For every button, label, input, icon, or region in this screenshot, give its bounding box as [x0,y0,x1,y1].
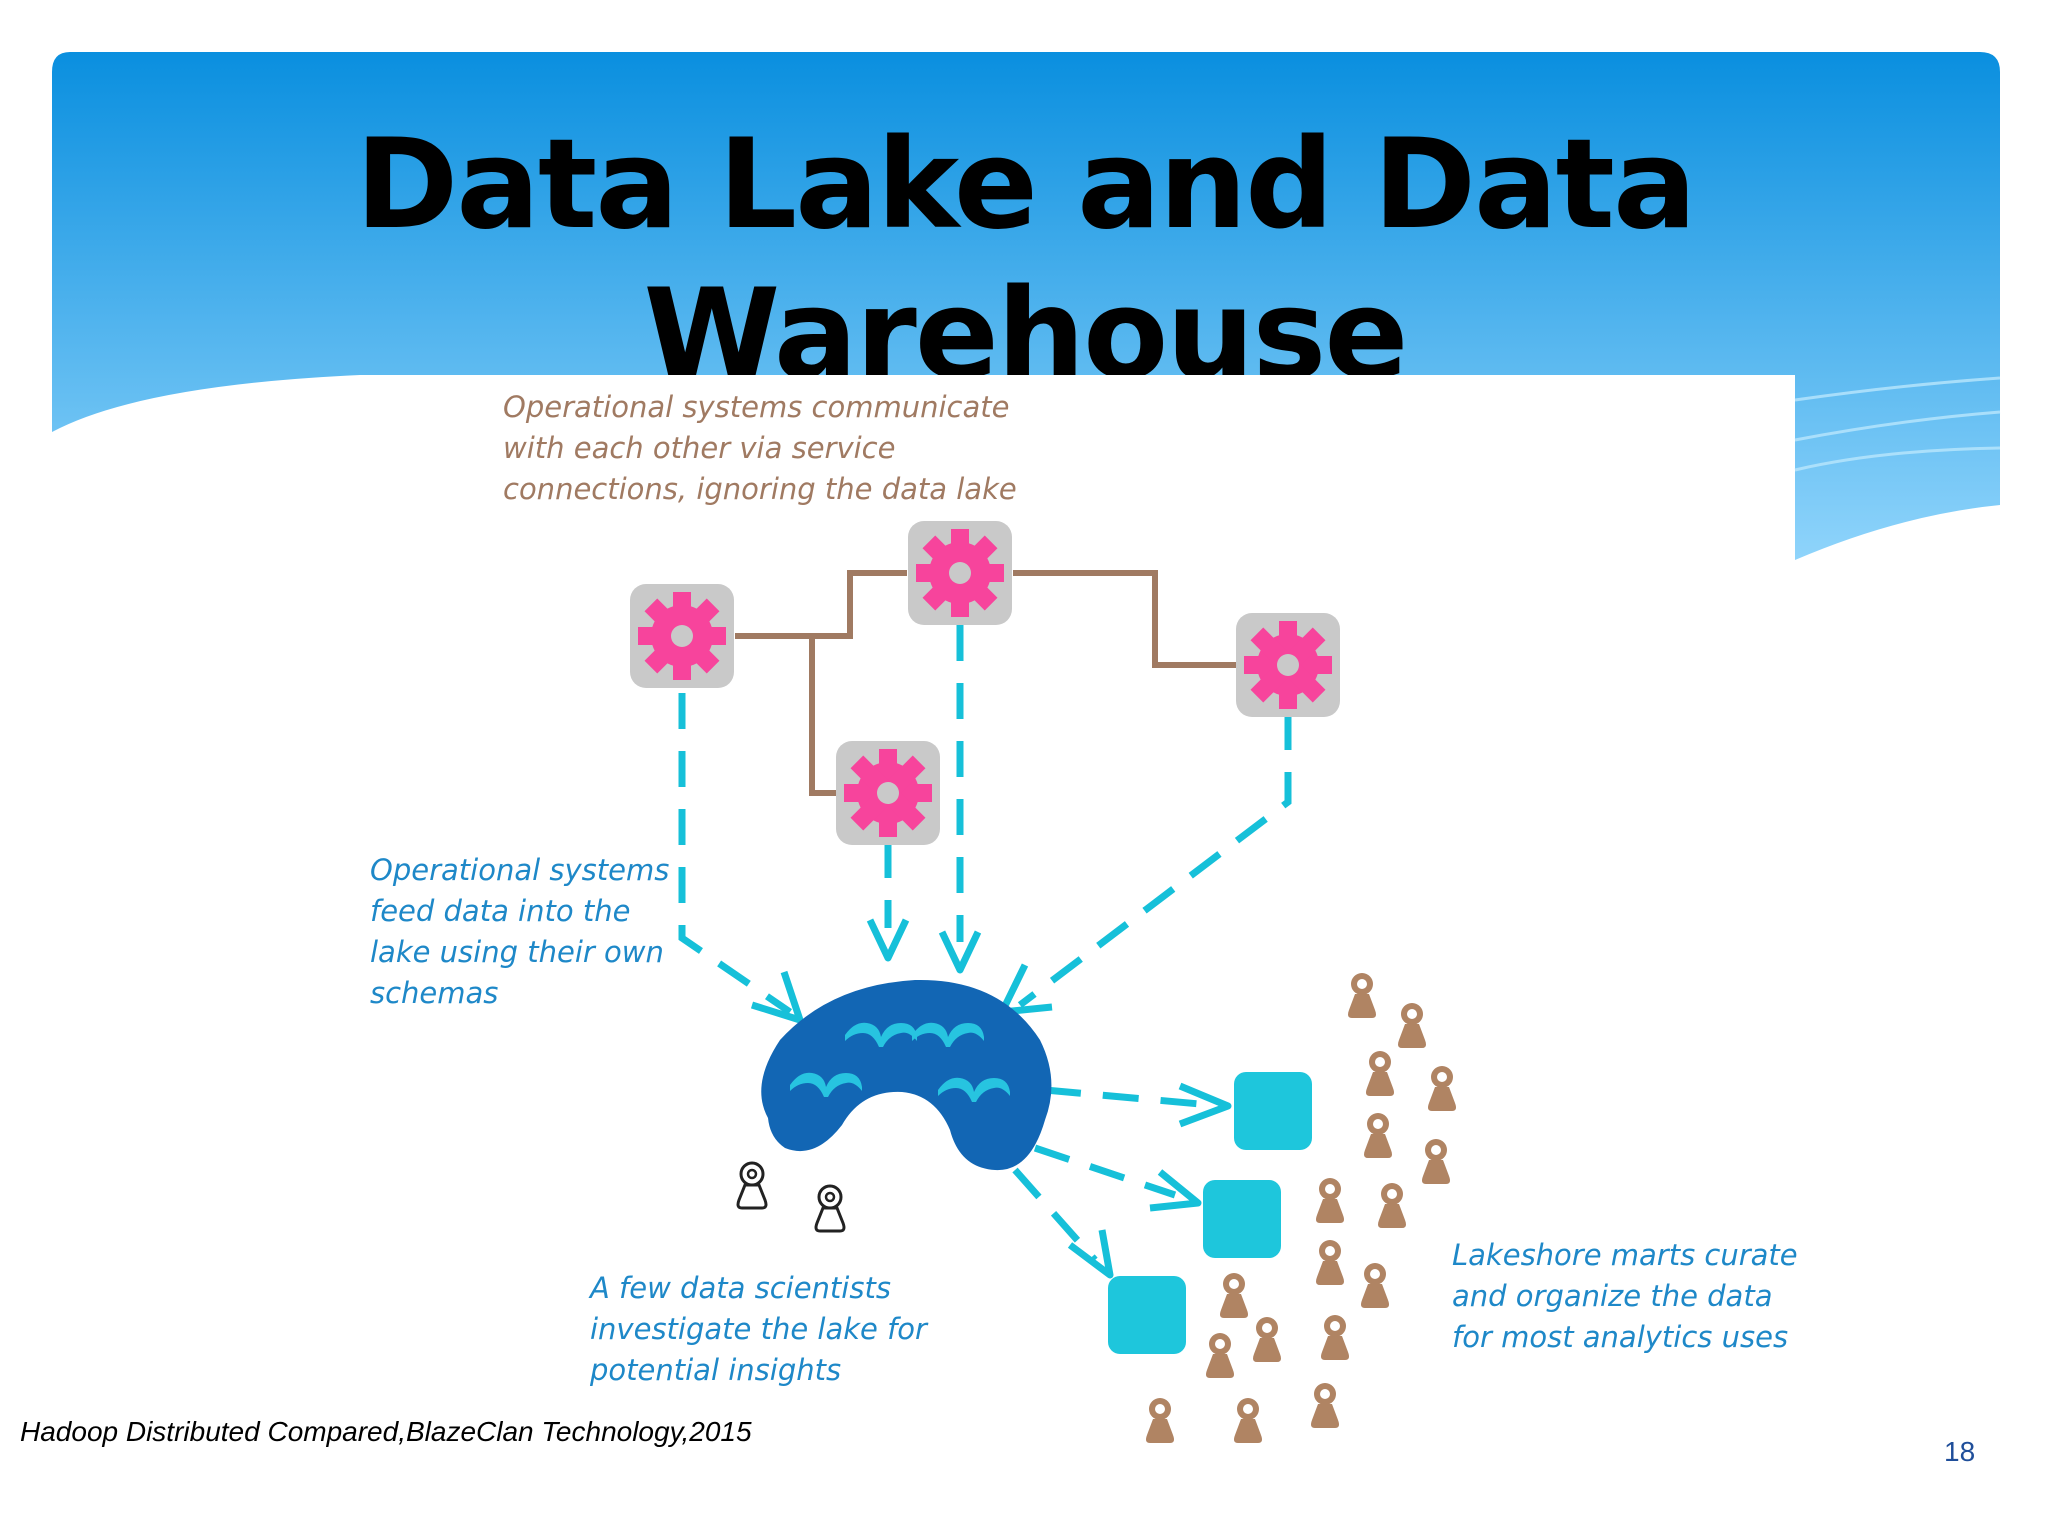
gear-icon [836,741,940,845]
person-icon [1206,1333,1234,1378]
gear-icon [1236,613,1340,717]
annotation-operational-comm: Operational systems communicate with eac… [503,390,1017,506]
person-icon [1316,1240,1344,1285]
person-icon [1378,1183,1406,1228]
person-icon [1348,973,1376,1018]
gear-icon [908,521,1012,625]
mart-box-icon [1203,1180,1281,1258]
person-icon [736,1161,768,1210]
person-icon [1422,1139,1450,1184]
analyst-crowd [1146,973,1456,1443]
person-icon [1366,1051,1394,1096]
person-icon [1220,1273,1248,1318]
lake-icon [761,979,1052,1171]
person-icon [1398,1003,1426,1048]
person-icon [1316,1178,1344,1223]
feed-arrows [678,625,1292,1263]
person-icon [1321,1315,1349,1360]
mart-box-icon [1108,1276,1186,1354]
slide-number: 18 [1944,1436,1976,1467]
person-icon [1311,1383,1339,1428]
person-icon [1234,1398,1262,1443]
person-icon [814,1184,846,1233]
mart-box-icon [1234,1072,1312,1150]
person-icon [1361,1263,1389,1308]
annotation-data-scientists: A few data scientists investigate the la… [590,1271,927,1387]
service-connections [735,570,1241,796]
citation: Hadoop Distributed Compared,BlazeClan Te… [20,1416,752,1447]
annotation-lakeshore-marts: Lakeshore marts curate and organize the … [1452,1238,1798,1354]
person-icon [1428,1066,1456,1111]
person-icon [1146,1398,1174,1443]
annotation-feed-lake: Operational systems feed data into the l… [370,853,670,1010]
figure-panel [360,375,1794,1495]
person-icon [1253,1317,1281,1362]
gear-icon [630,584,734,688]
person-icon [1364,1113,1392,1158]
